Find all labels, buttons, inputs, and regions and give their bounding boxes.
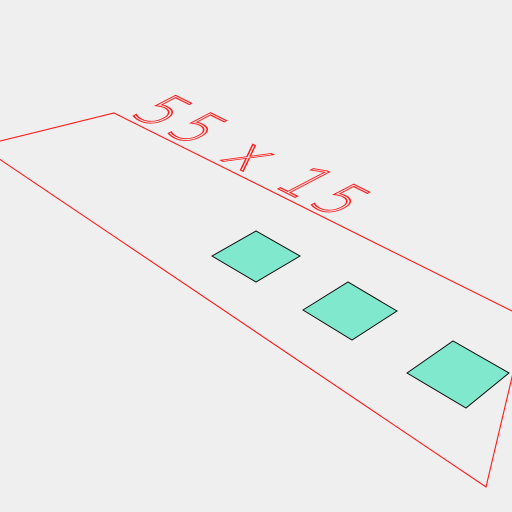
dimension-label: 55 x 15 [114,87,393,228]
pad-3 [406,340,510,409]
pad-2 [302,281,398,341]
pad-1 [211,230,301,283]
board-outline [0,112,512,488]
